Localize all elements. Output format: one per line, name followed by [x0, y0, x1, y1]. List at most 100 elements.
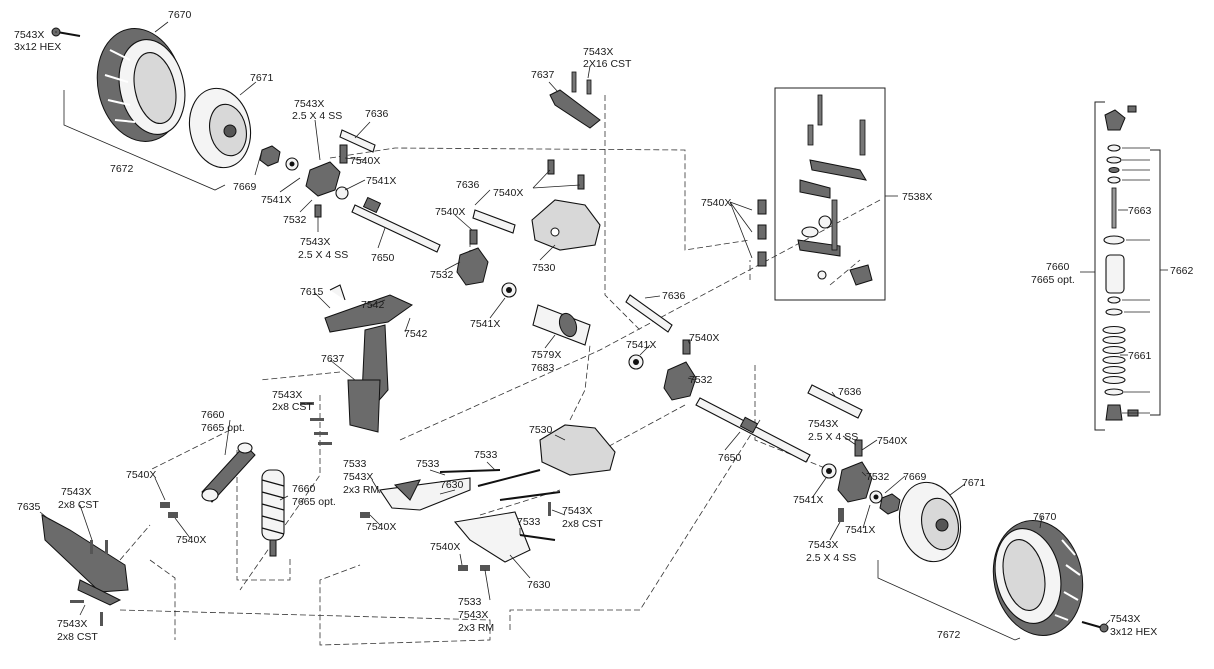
steering-block-7532-right — [663, 339, 697, 401]
bearing-7541x-bottom-right — [821, 463, 837, 479]
label-7669-top-left: 7669 — [233, 181, 257, 193]
label-2x3-rm-b: 2x3 RM — [458, 622, 494, 634]
shock-tower-7637 — [347, 324, 389, 433]
label-7665-opt-middle: 7665 opt. — [292, 496, 336, 508]
label-7543x-hex-bottom-right: 7543X — [1110, 613, 1140, 625]
label-2x3-rm-a: 2x3 RM — [343, 484, 379, 496]
label-7543x-a: 7543X — [294, 98, 324, 110]
label-7637-a: 7637 — [531, 69, 555, 81]
turnbuckle-7636-bottom-right — [807, 384, 863, 419]
label-7636-a: 7636 — [365, 108, 389, 120]
misc-screws — [70, 402, 844, 626]
label-2x8-cst-c: 2x8 CST — [57, 631, 98, 643]
label-7630-b: 7630 — [527, 579, 551, 591]
turnbuckle-7636-mid — [472, 209, 516, 234]
label-7533-d: 7533 — [517, 516, 541, 528]
label-7636-d: 7636 — [838, 386, 862, 398]
steering-block-top-left — [305, 144, 349, 218]
label-7543x-c: 7543X — [583, 46, 613, 58]
label-7533-c: 7533 — [474, 449, 498, 461]
hex-screw-bottom-right — [1081, 621, 1109, 633]
label-7650-a: 7650 — [371, 252, 395, 264]
label-7540x-g: 7540X — [176, 534, 206, 546]
part-labels: 7543X 3x12 HEX 7670 7671 7672 7669 7543X… — [14, 9, 1194, 643]
label-2x8-cst-d: 2x8 CST — [562, 518, 603, 530]
label-7538x: 7538X — [902, 191, 932, 203]
label-7540x-h: 7540X — [366, 521, 396, 533]
label-7665-opt-right: 7665 opt. — [1031, 274, 1075, 286]
label-7543x-k: 7543X — [808, 539, 838, 551]
dashed-assembly-lines — [119, 95, 881, 646]
label-7543x-i: 7543X — [458, 609, 488, 621]
hinge-pins-7533 — [439, 469, 561, 541]
label-2-5x4ss-a: 2.5 X 4 SS — [292, 110, 342, 122]
turnbuckle-7636-right — [625, 294, 673, 333]
label-7533-b: 7533 — [416, 458, 440, 470]
label-3x12-hex-top-left: 3x12 HEX — [14, 41, 61, 53]
turnbuckle-7636-top-left — [339, 129, 376, 153]
axle-7650-top-left — [351, 196, 441, 253]
wheel-rim-top-left — [188, 87, 252, 169]
label-2x8-cst-a: 2x8 CST — [272, 401, 313, 413]
hex-hub-top-left — [259, 145, 281, 167]
label-7540x-j: 7540X — [877, 435, 907, 447]
label-7636-c: 7636 — [662, 290, 686, 302]
label-7672-top-left: 7672 — [110, 163, 134, 175]
steering-block-7532-bottom-right — [837, 439, 873, 503]
steering-assembly-box — [774, 87, 886, 301]
tire-top-left — [96, 28, 186, 142]
diff-housing-7530-top — [531, 159, 601, 251]
label-7540x-d: 7540X — [689, 332, 719, 344]
label-7541x-f: 7541X — [845, 524, 875, 536]
label-7540x-b: 7540X — [493, 187, 523, 199]
bumper-7635 — [41, 514, 129, 606]
label-7540x-i: 7540X — [430, 541, 460, 553]
label-2-5x4ss-c: 2.5 X 4 SS — [808, 431, 858, 443]
label-7540x-f: 7540X — [126, 469, 156, 481]
label-7662: 7662 — [1170, 265, 1194, 277]
label-7635: 7635 — [17, 501, 41, 513]
label-7542-b: 7542 — [404, 328, 428, 340]
label-7541x-e: 7541X — [793, 494, 823, 506]
label-7671-top-left: 7671 — [250, 72, 274, 84]
label-7630-a: 7630 — [440, 479, 464, 491]
bearing-7669-top-left — [285, 157, 299, 171]
label-7543x-h: 7543X — [562, 505, 592, 517]
front-arm-7630-upper — [379, 477, 471, 511]
label-7533-a: 7533 — [343, 458, 367, 470]
label-3x12-hex-bottom-right: 3x12 HEX — [1110, 626, 1157, 638]
leader-lines — [39, 21, 1168, 641]
label-7530-a: 7530 — [532, 262, 556, 274]
label-7650-b: 7650 — [718, 452, 742, 464]
label-2-5x4ss-b: 2.5 X 4 SS — [298, 249, 348, 261]
label-7541x-c: 7541X — [470, 318, 500, 330]
label-7540x-c: 7540X — [435, 206, 465, 218]
label-7665-opt-left: 7665 opt. — [201, 422, 245, 434]
label-7543x-j: 7543X — [808, 418, 838, 430]
label-7660-left: 7660 — [201, 409, 225, 421]
shock-middle-7660 — [261, 469, 285, 557]
shock-left-7660 — [201, 442, 256, 503]
label-7670-top-left: 7670 — [168, 9, 192, 21]
label-7532-b: 7532 — [430, 269, 454, 281]
camber-link-7637-top — [549, 71, 601, 129]
label-7669-bottom-right: 7669 — [903, 471, 927, 483]
label-7543x-f: 7543X — [57, 618, 87, 630]
label-7663: 7663 — [1128, 205, 1152, 217]
label-7532-c: 7532 — [689, 374, 713, 386]
label-7670-bottom-right: 7670 — [1033, 511, 1057, 523]
label-7540x-a: 7540X — [350, 155, 380, 167]
bearing-7541x-mid — [501, 282, 517, 298]
front-arm-7630-lower — [453, 511, 531, 563]
driveshaft-7579x — [532, 304, 591, 346]
label-2-5x4ss-d: 2.5 X 4 SS — [806, 552, 856, 564]
wheel-rim-bottom-right — [898, 481, 962, 563]
label-7661: 7661 — [1128, 350, 1152, 362]
label-7532-a: 7532 — [283, 214, 307, 226]
label-7540x-e: 7540X — [701, 197, 731, 209]
label-7541x-d: 7541X — [626, 339, 656, 351]
label-7615: 7615 — [300, 286, 324, 298]
bearing-7669-bottom-right — [869, 490, 883, 504]
axle-7650-bottom-right — [695, 397, 811, 463]
